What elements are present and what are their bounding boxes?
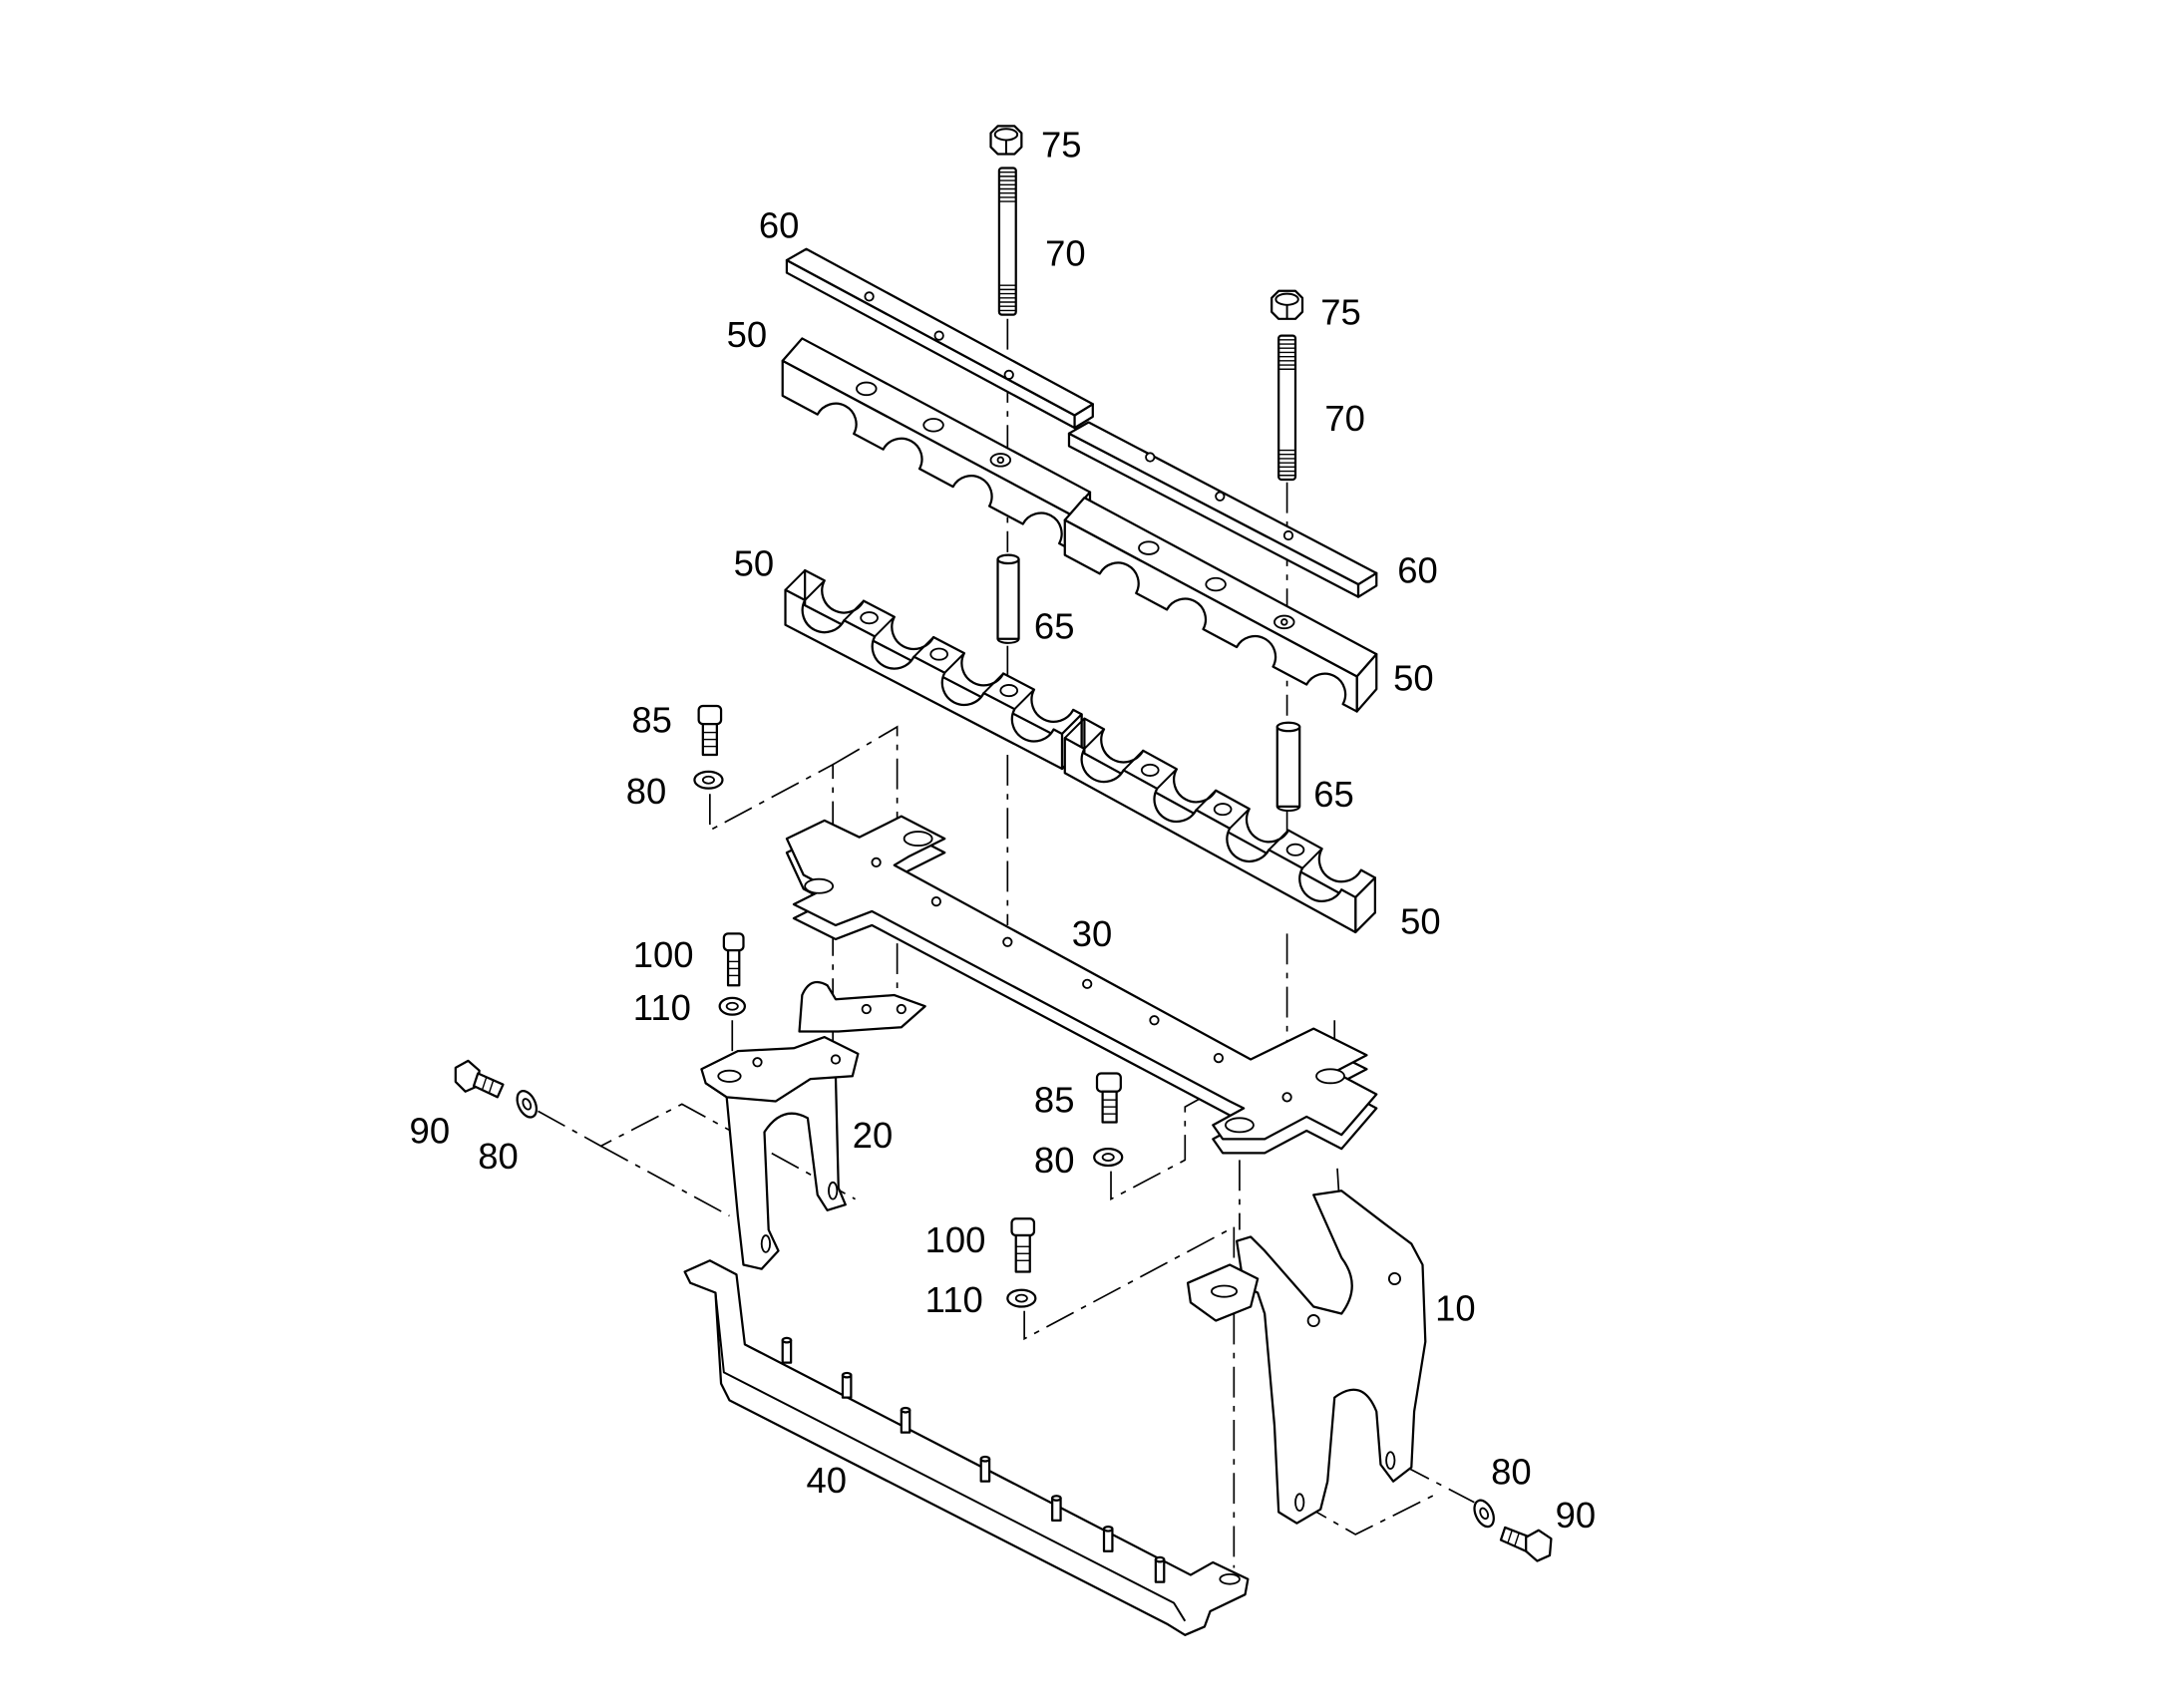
- callout-labels: 75 70 60 50 75 70 60 50 65 50 65 50 85 8…: [410, 124, 1597, 1536]
- cradle-block-50-lower-left: [784, 568, 1083, 771]
- bolt-90-left: [454, 1059, 505, 1099]
- stud-70-right: [1277, 334, 1297, 482]
- rail-stud: [900, 1406, 911, 1434]
- nut-75-left: [989, 125, 1023, 156]
- bolt-100-right: [1010, 1217, 1036, 1273]
- callout-label: 60: [759, 205, 800, 246]
- clamp-block-50-upper-left: [781, 337, 1092, 551]
- strap-60-right: [1067, 421, 1378, 598]
- rail-stud: [781, 1336, 793, 1364]
- cradle-block-50-lower-right: [1063, 717, 1376, 934]
- callout-label: 20: [853, 1115, 894, 1156]
- rail-stud: [1102, 1525, 1114, 1552]
- callout-label: 50: [727, 314, 768, 355]
- rail-stud: [979, 1455, 991, 1483]
- rail-stud: [841, 1371, 853, 1399]
- callout-label: 100: [925, 1219, 986, 1260]
- clamp-block-50-upper-right: [1063, 497, 1378, 713]
- callout-label: 100: [633, 934, 694, 975]
- bolt-85-left: [697, 704, 723, 757]
- rail-40: [683, 1259, 1250, 1636]
- callout-label: 70: [1324, 398, 1365, 439]
- bracket-10-right: [1186, 1190, 1427, 1525]
- callout-label: 80: [478, 1136, 519, 1177]
- callout-label: 70: [1045, 233, 1086, 274]
- support-plate-30: [785, 815, 1378, 1155]
- callout-label: 80: [1034, 1140, 1075, 1181]
- callout-label: 50: [734, 543, 775, 584]
- washer-80-left-side: [516, 1090, 539, 1119]
- callout-label: 110: [925, 1279, 983, 1320]
- washer-110-right: [1006, 1288, 1037, 1308]
- rail-stud: [1051, 1495, 1062, 1523]
- callout-label: 75: [1320, 291, 1361, 332]
- callout-label: 110: [633, 987, 691, 1028]
- callout-label: 30: [1072, 913, 1113, 954]
- washer-80-right-top: [1093, 1148, 1124, 1168]
- callout-label: 90: [410, 1111, 451, 1152]
- callout-label: 50: [1393, 658, 1434, 699]
- washer-80-left-top: [693, 770, 724, 790]
- bolt-85-right: [1095, 1072, 1122, 1124]
- bracket-20-left: [700, 980, 926, 1270]
- washer-80-right-side: [1473, 1499, 1495, 1529]
- pin-65-left: [996, 553, 1020, 644]
- callout-label: 80: [626, 771, 667, 812]
- callout-label: 85: [631, 700, 672, 741]
- callout-label: 75: [1041, 124, 1082, 165]
- callout-label: 40: [807, 1460, 848, 1501]
- nut-75-right: [1271, 289, 1304, 320]
- callout-label: 80: [1491, 1451, 1532, 1492]
- bolt-90-right: [1499, 1526, 1553, 1562]
- bolt-100-left: [722, 932, 745, 987]
- callout-label: 10: [1435, 1288, 1476, 1329]
- callout-label: 90: [1556, 1495, 1597, 1536]
- callout-label: 50: [1400, 900, 1441, 941]
- strap-60-left: [785, 247, 1094, 430]
- washer-110-left: [718, 996, 747, 1016]
- callout-label: 65: [1313, 774, 1354, 815]
- callout-label: 60: [1397, 550, 1438, 591]
- callout-label: 65: [1034, 606, 1075, 647]
- stud-70-left: [997, 167, 1017, 316]
- callout-label: 85: [1034, 1080, 1075, 1121]
- pin-65-right: [1275, 721, 1301, 813]
- rail-stud: [1154, 1555, 1166, 1583]
